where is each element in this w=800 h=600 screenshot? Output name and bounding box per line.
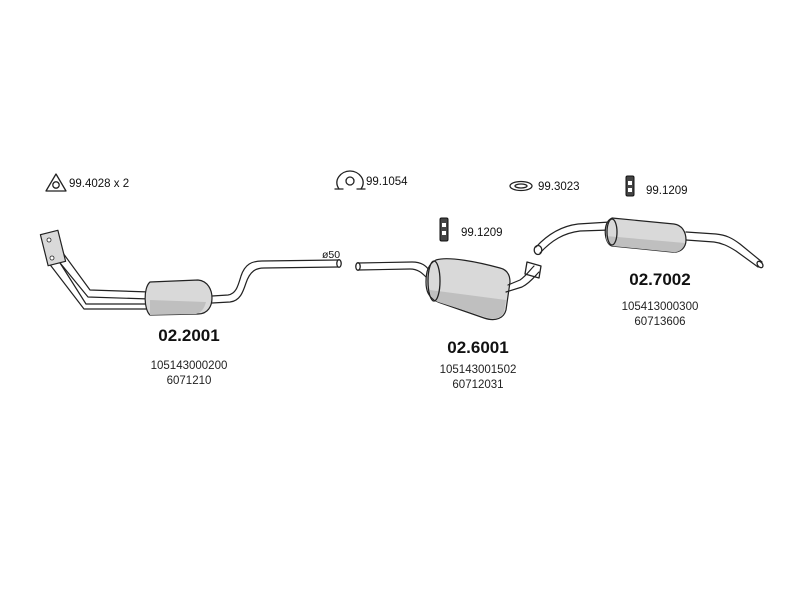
centre-silencer-assembly bbox=[355, 258, 542, 321]
part-ref: 105143000200 bbox=[151, 360, 228, 372]
part-ref: 60712031 bbox=[452, 379, 503, 391]
accessory-code: 99.1209 bbox=[461, 227, 503, 239]
accessory-triangle-gasket: 99.4028 x 2 bbox=[45, 173, 129, 192]
part-label-front: 02.2001 105143000200 6071210 bbox=[151, 326, 228, 387]
part-number: 02.6001 bbox=[447, 338, 508, 357]
triangle-gasket-icon bbox=[45, 173, 67, 192]
hanger-icon bbox=[625, 175, 635, 197]
part-ref: 105143001502 bbox=[440, 364, 517, 376]
accessory-ring-gasket: 99.3023 bbox=[509, 180, 580, 193]
part-ref: 60713606 bbox=[634, 316, 685, 328]
accessory-hanger-middle: 99.1209 bbox=[439, 217, 503, 242]
accessory-clamp: 99.1054 bbox=[334, 170, 408, 190]
accessory-hanger-rear: 99.1209 bbox=[625, 175, 688, 197]
clamp-icon bbox=[334, 170, 366, 190]
accessory-code: 99.4028 x 2 bbox=[69, 178, 129, 190]
accessory-code: 99.1209 bbox=[646, 185, 688, 197]
part-label-centre: 02.6001 105143001502 60712031 bbox=[440, 338, 517, 391]
ring-gasket-icon bbox=[509, 180, 533, 192]
rear-silencer-assembly bbox=[533, 217, 764, 269]
part-ref: 105413000300 bbox=[622, 301, 699, 313]
part-number: 02.7002 bbox=[629, 270, 690, 289]
accessory-code: 99.3023 bbox=[538, 181, 580, 193]
hanger-icon bbox=[439, 217, 449, 242]
part-ref: 6071210 bbox=[167, 375, 212, 387]
accessory-code: 99.1054 bbox=[366, 176, 408, 188]
part-label-rear: 02.7002 105413000300 60713606 bbox=[622, 270, 699, 328]
part-number: 02.2001 bbox=[158, 326, 219, 345]
front-pipe-assembly bbox=[39, 229, 342, 316]
pipe-diameter-label: ø50 bbox=[322, 249, 340, 261]
